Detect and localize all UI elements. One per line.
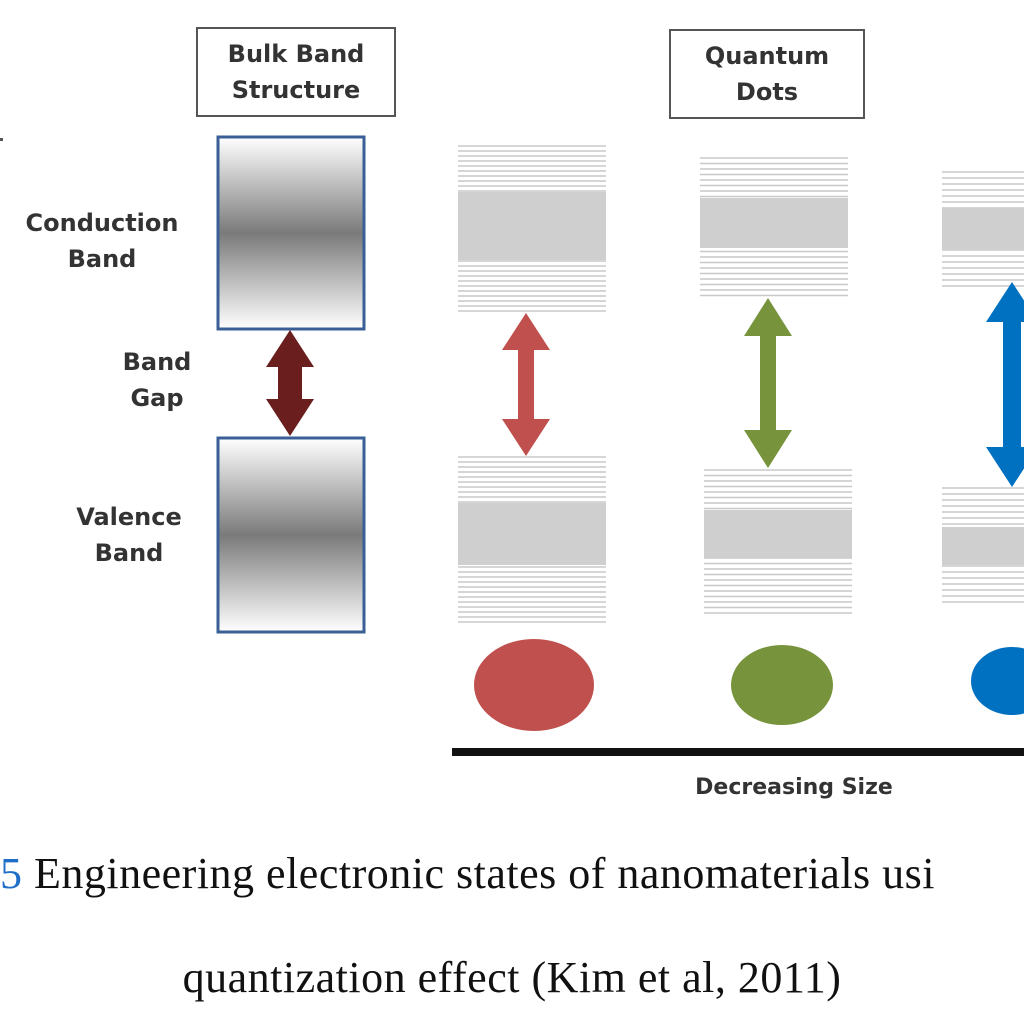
red-conduction-levels [458, 145, 606, 312]
valence-band-label-line1: Valence [76, 503, 182, 531]
red-quantum-dot [474, 639, 594, 731]
green-band-gap-arrow [744, 298, 792, 468]
figure-caption-line1: 5 Engineering electronic states of nanom… [0, 848, 935, 899]
band-gap-label-line2: Gap [130, 384, 183, 412]
conduction-band-label-line1: Conduction [26, 209, 179, 237]
qd-header-line1: Quantum [705, 42, 829, 70]
green-conduction-levels [700, 157, 848, 297]
edge-mark [0, 138, 3, 141]
decreasing-size-label: Decreasing Size [695, 775, 893, 800]
conduction-band-label-line2: Band [68, 245, 137, 273]
blue-valence-levels [942, 487, 1024, 603]
red-valence-levels [458, 456, 606, 623]
bulk-header-line1: Bulk Band [228, 40, 365, 68]
bulk-valence-band [216, 436, 366, 634]
green-quantum-dot [731, 645, 833, 725]
decreasing-size-bar [452, 748, 1024, 756]
band-gap-label-line1: Band [123, 348, 192, 376]
bulk-header-line2: Structure [232, 76, 361, 104]
caption-text-line1: Engineering electronic states of nanomat… [22, 849, 936, 898]
figure-number-marker: 5 [0, 849, 23, 898]
quantum-dot-energy-levels [458, 145, 1024, 623]
quantum-dots-header: Quantum Dots [669, 29, 865, 119]
bulk-conduction-band [216, 135, 366, 331]
blue-band-gap-arrow [986, 282, 1024, 487]
blue-conduction-levels [942, 171, 1024, 287]
valence-band-label-line2: Band [95, 539, 164, 567]
qd-header-line2: Dots [736, 78, 798, 106]
figure-caption-line2: quantization effect (Kim et al, 2011) [182, 953, 842, 1002]
bulk-band-gap-arrow [266, 330, 314, 436]
red-band-gap-arrow [502, 313, 550, 456]
blue-quantum-dot [971, 647, 1024, 715]
bulk-band-structure-header: Bulk Band Structure [196, 27, 396, 117]
green-valence-levels [704, 469, 852, 614]
